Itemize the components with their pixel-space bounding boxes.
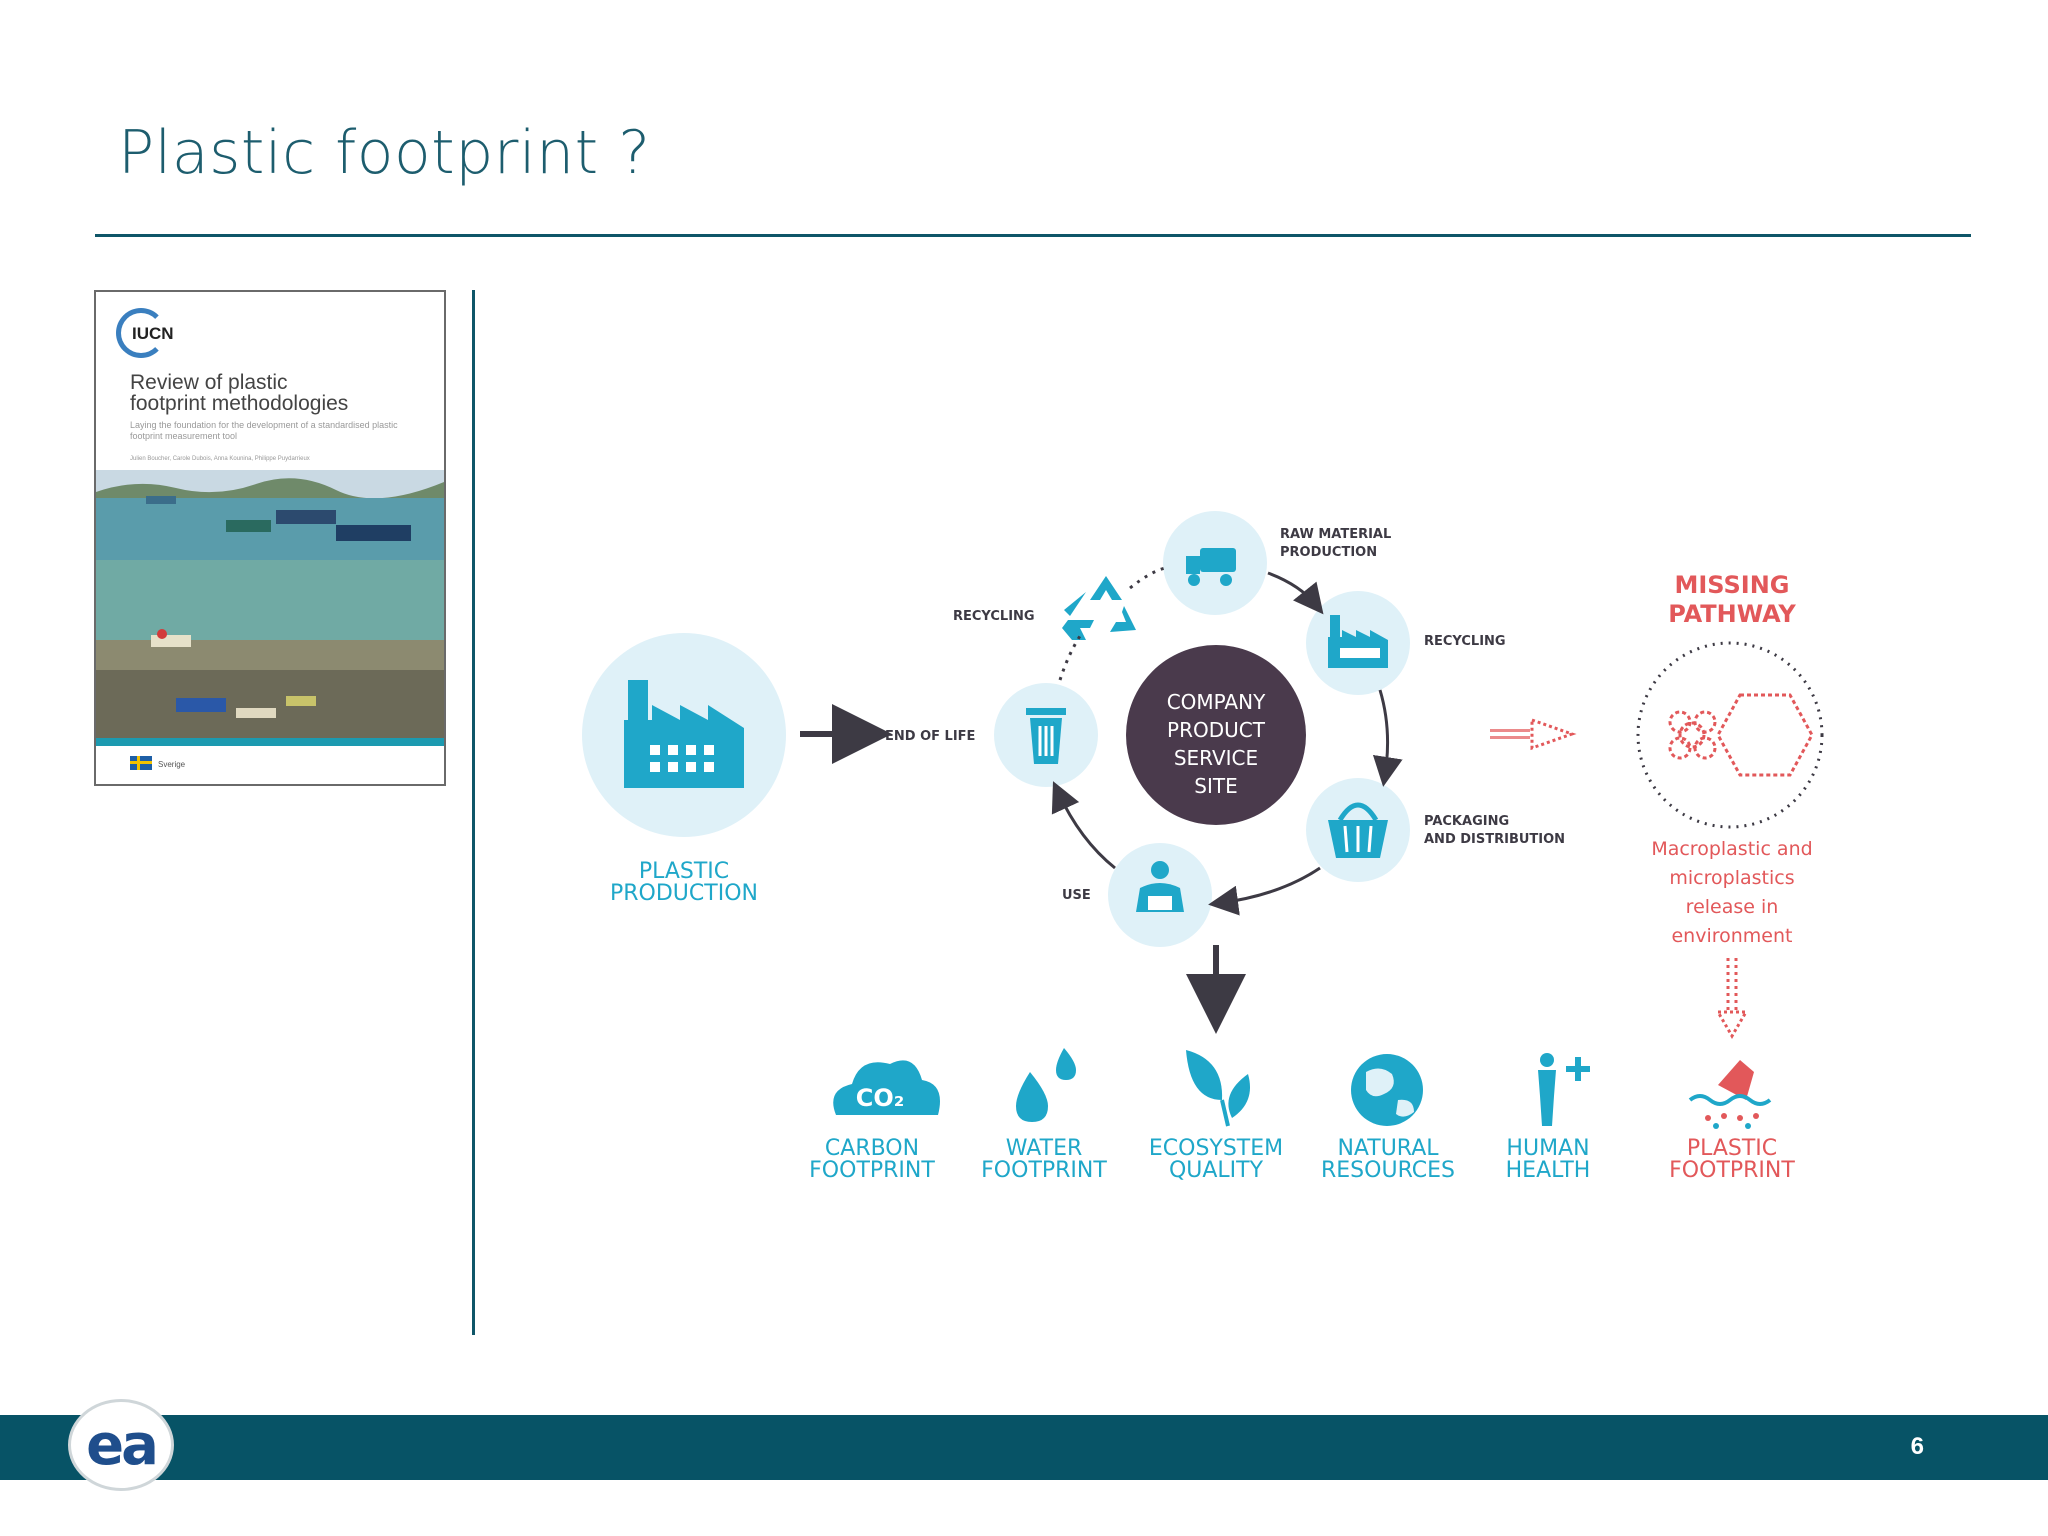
missing-pathway-label-1: MISSING: [1674, 571, 1789, 599]
trash-bin-icon: [1026, 708, 1066, 764]
cover-authors: Julien Boucher, Carole Dubois, Anna Koun…: [130, 456, 310, 462]
page-number: 6: [1910, 1433, 1924, 1460]
plastic-pollution-icon: [1688, 1060, 1772, 1129]
impact-plastic-2: FOOTPRINT: [1669, 1158, 1795, 1183]
footer-bar: [0, 1415, 2048, 1480]
dotted-arrow-down-missing: [1715, 958, 1749, 1039]
arrow-use-to-end-of-life: [1051, 781, 1116, 870]
cover-title: Review of plastic footprint methodologie…: [130, 371, 349, 415]
impact-carbon-2: FOOTPRINT: [809, 1158, 935, 1183]
iucn-logo-icon: [116, 308, 166, 358]
center-label-2: PRODUCT: [1167, 718, 1266, 742]
packaging-label-2: AND DISTRIBUTION: [1424, 832, 1565, 847]
recycling-right-label: RECYCLING: [1424, 634, 1506, 649]
water-drops-icon: [1016, 1048, 1076, 1122]
recycle-icon: [1062, 576, 1136, 640]
factory-small-icon: [1328, 615, 1388, 668]
missing-desc-2: microplastics: [1669, 867, 1794, 889]
impact-natural-2: RESOURCES: [1321, 1158, 1455, 1183]
missing-desc-4: environment: [1671, 925, 1792, 947]
impact-plastic-1: PLASTIC: [1687, 1136, 1777, 1161]
plastic-production-label-2: PRODUCTION: [610, 881, 758, 906]
title-divider: [95, 234, 1971, 237]
cover-strip: [96, 738, 444, 746]
arrow-recycling-to-packaging: [1372, 689, 1403, 787]
microplastic-icon: [1668, 693, 1814, 777]
impact-ecosystem-2: QUALITY: [1169, 1158, 1264, 1183]
packaging-label-1: PACKAGING: [1424, 814, 1509, 829]
arrow-packaging-to-use: [1208, 866, 1321, 916]
impact-ecosystem-1: ECOSYSTEM: [1149, 1136, 1283, 1161]
co2-text: CO₂: [856, 1084, 905, 1112]
end-of-life-label: END OF LIFE: [885, 729, 975, 744]
ea-logo: ea: [68, 1399, 174, 1491]
report-cover[interactable]: IUCN Review of plastic footprint methodo…: [94, 290, 446, 786]
leaves-icon: [1186, 1050, 1250, 1127]
basket-icon: [1328, 802, 1388, 858]
iucn-logo-text: IUCN: [132, 324, 174, 343]
person-plus-icon: [1538, 1053, 1590, 1126]
cover-subtitle: Laying the foundation for the developmen…: [130, 420, 398, 441]
impact-water-1: WATER: [1006, 1136, 1083, 1161]
cover-photo-coast: [96, 470, 444, 740]
co2-cloud-icon: CO₂: [833, 1060, 940, 1115]
dotted-arrow-to-missing: [1490, 717, 1577, 751]
arrow-raw-to-recycling: [1267, 571, 1324, 615]
use-label: USE: [1062, 888, 1091, 903]
impact-water-2: FOOTPRINT: [981, 1158, 1107, 1183]
raw-material-label-1: RAW MATERIAL: [1280, 527, 1391, 542]
factory-large-icon: [624, 680, 744, 788]
impact-natural-1: NATURAL: [1337, 1136, 1439, 1161]
raw-material-label-2: PRODUCTION: [1280, 545, 1377, 560]
company-center-node: [1126, 645, 1306, 825]
impact-human-2: HEALTH: [1506, 1158, 1591, 1183]
dotted-end-to-recycling: [1058, 635, 1082, 681]
vertical-divider: [472, 290, 475, 1335]
missing-pathway-label-2: PATHWAY: [1668, 600, 1796, 628]
globe-icon: [1351, 1054, 1423, 1126]
missing-pathway-circle: [1636, 641, 1824, 829]
center-label-4: SITE: [1194, 774, 1237, 798]
missing-desc-1: Macroplastic and: [1651, 838, 1812, 860]
impact-carbon-1: CARBON: [825, 1136, 919, 1161]
truck-icon: [1186, 548, 1236, 586]
recycling-left-label: RECYCLING: [953, 609, 1035, 624]
dotted-recycling-to-raw: [1129, 566, 1166, 590]
plastic-production-label-1: PLASTIC: [639, 859, 729, 884]
sweden-flag-icon: [130, 756, 152, 770]
center-label-1: COMPANY: [1167, 690, 1266, 714]
slide-title: Plastic footprint ?: [118, 118, 651, 188]
impact-human-1: HUMAN: [1506, 1136, 1589, 1161]
missing-desc-3: release in: [1686, 896, 1779, 918]
person-icon: [1136, 861, 1184, 912]
cover-sponsor: Sverige: [158, 760, 186, 769]
center-label-3: SERVICE: [1174, 746, 1258, 770]
